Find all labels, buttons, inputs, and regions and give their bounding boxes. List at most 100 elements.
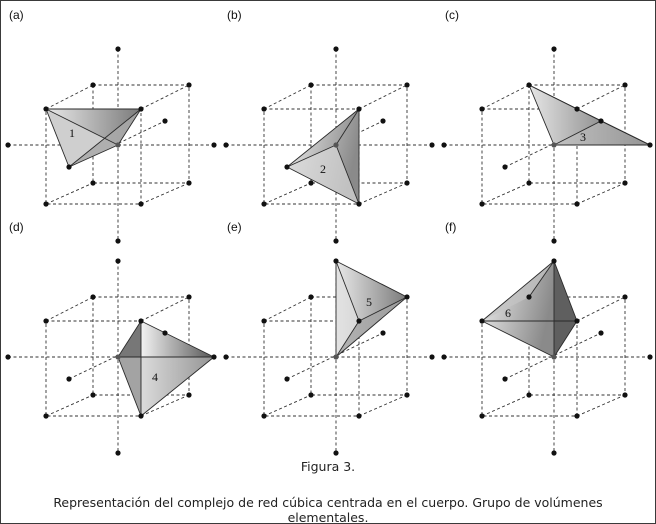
cube-depth-edge <box>576 182 626 205</box>
lattice-point <box>622 180 628 186</box>
lattice-point <box>162 330 168 336</box>
lattice-panel-c: (c)3 <box>441 8 653 244</box>
lattice-point <box>441 142 447 148</box>
lattice-point <box>308 82 314 88</box>
figure-caption-text: Representación del complejo de red cúbic… <box>53 495 603 524</box>
lattice-point <box>90 82 96 88</box>
tetrahedron-edge <box>140 320 215 358</box>
lattice-point <box>115 46 121 52</box>
lattice-panel-f: (f)6 <box>441 220 653 456</box>
lattice-point <box>5 142 11 148</box>
lattice-point <box>115 238 121 244</box>
cube-depth-edge <box>45 394 94 417</box>
lattice-point <box>284 164 290 170</box>
lattice-point <box>211 354 217 360</box>
cube-depth-edge <box>140 182 190 205</box>
lattice-point <box>115 450 121 456</box>
lattice-point <box>356 318 362 324</box>
depth-axis <box>504 332 602 380</box>
cube-depth-edge <box>140 296 190 322</box>
cube-depth-edge <box>263 182 312 205</box>
tetrahedron-edge <box>45 108 119 146</box>
lattice-point <box>356 413 362 419</box>
cube-depth-edge <box>576 296 626 322</box>
lattice-point <box>115 258 121 264</box>
tetrahedron-edge <box>553 320 578 358</box>
lattice-point <box>404 294 410 300</box>
cube-depth-edge <box>481 394 530 417</box>
lattice-point <box>43 318 49 324</box>
tetrahedron-number: 1 <box>69 126 75 140</box>
body-center-point <box>551 354 557 360</box>
lattice-point <box>43 201 49 207</box>
cube-depth-edge <box>45 296 94 322</box>
lattice-point <box>261 106 267 112</box>
lattice-point <box>186 82 192 88</box>
lattice-point <box>43 413 49 419</box>
cube-depth-edge <box>358 84 408 110</box>
lattice-point <box>162 118 168 124</box>
tetrahedron-edge <box>481 320 555 358</box>
tetrahedron-edge <box>286 144 337 168</box>
lattice-point <box>223 354 229 360</box>
tetrahedron-number: 5 <box>366 295 372 309</box>
lattice-point <box>574 413 580 419</box>
lattice-point <box>622 82 628 88</box>
lattice-point <box>622 392 628 398</box>
panel-label: (a) <box>9 8 24 22</box>
lattice-point <box>186 180 192 186</box>
body-center-point <box>115 142 121 148</box>
cube-depth-edge <box>358 394 408 417</box>
tetrahedron-edge <box>117 356 142 417</box>
tetrahedron-edge <box>335 260 408 298</box>
lattice-point <box>551 258 557 264</box>
cube-depth-edge <box>140 84 190 110</box>
lattice-point <box>380 118 386 124</box>
tetrahedron-edge <box>528 84 602 122</box>
lattice-point <box>574 201 580 207</box>
lattice-point <box>502 376 508 382</box>
lattice-point <box>333 238 339 244</box>
lattice-point <box>186 294 192 300</box>
lattice-point <box>333 258 339 264</box>
tetrahedron-face <box>118 357 214 416</box>
lattice-point <box>333 46 339 52</box>
lattice-point <box>138 413 144 419</box>
tetrahedron-face <box>554 261 577 357</box>
tetrahedron-edge <box>335 296 408 358</box>
cube-depth-edge <box>263 84 312 110</box>
lattice-point <box>574 106 580 112</box>
lattice-panel-d: (d)4 <box>5 220 217 456</box>
lattice-point <box>66 376 72 382</box>
tetrahedron-edge <box>68 144 119 168</box>
tetrahedron-edge <box>286 108 360 168</box>
tetrahedron-edge <box>553 260 578 322</box>
lattice-point <box>429 142 435 148</box>
body-center-point <box>333 142 339 148</box>
lattice-point <box>502 164 508 170</box>
tetrahedron-edge <box>45 108 70 168</box>
lattice-point <box>526 82 532 88</box>
lattice-point <box>404 180 410 186</box>
lattice-point <box>479 318 485 324</box>
lattice-point <box>441 354 447 360</box>
lattice-point <box>90 392 96 398</box>
lattice-point <box>284 376 290 382</box>
lattice-point <box>574 318 580 324</box>
lattice-point <box>5 354 11 360</box>
lattice-point <box>479 201 485 207</box>
tetrahedron-edge <box>553 120 602 146</box>
lattice-point <box>90 294 96 300</box>
panel-label: (e) <box>227 220 242 234</box>
lattice-point <box>308 392 314 398</box>
lattice-point <box>138 318 144 324</box>
panel-label: (f) <box>445 220 456 234</box>
lattice-point <box>526 294 532 300</box>
lattice-point <box>356 106 362 112</box>
cube-depth-edge <box>576 394 626 417</box>
lattice-point <box>551 238 557 244</box>
cube-depth-edge <box>263 394 312 417</box>
lattice-point <box>479 106 485 112</box>
lattice-point <box>223 142 229 148</box>
lattice-panel-e: (e) 5 <box>223 220 435 456</box>
